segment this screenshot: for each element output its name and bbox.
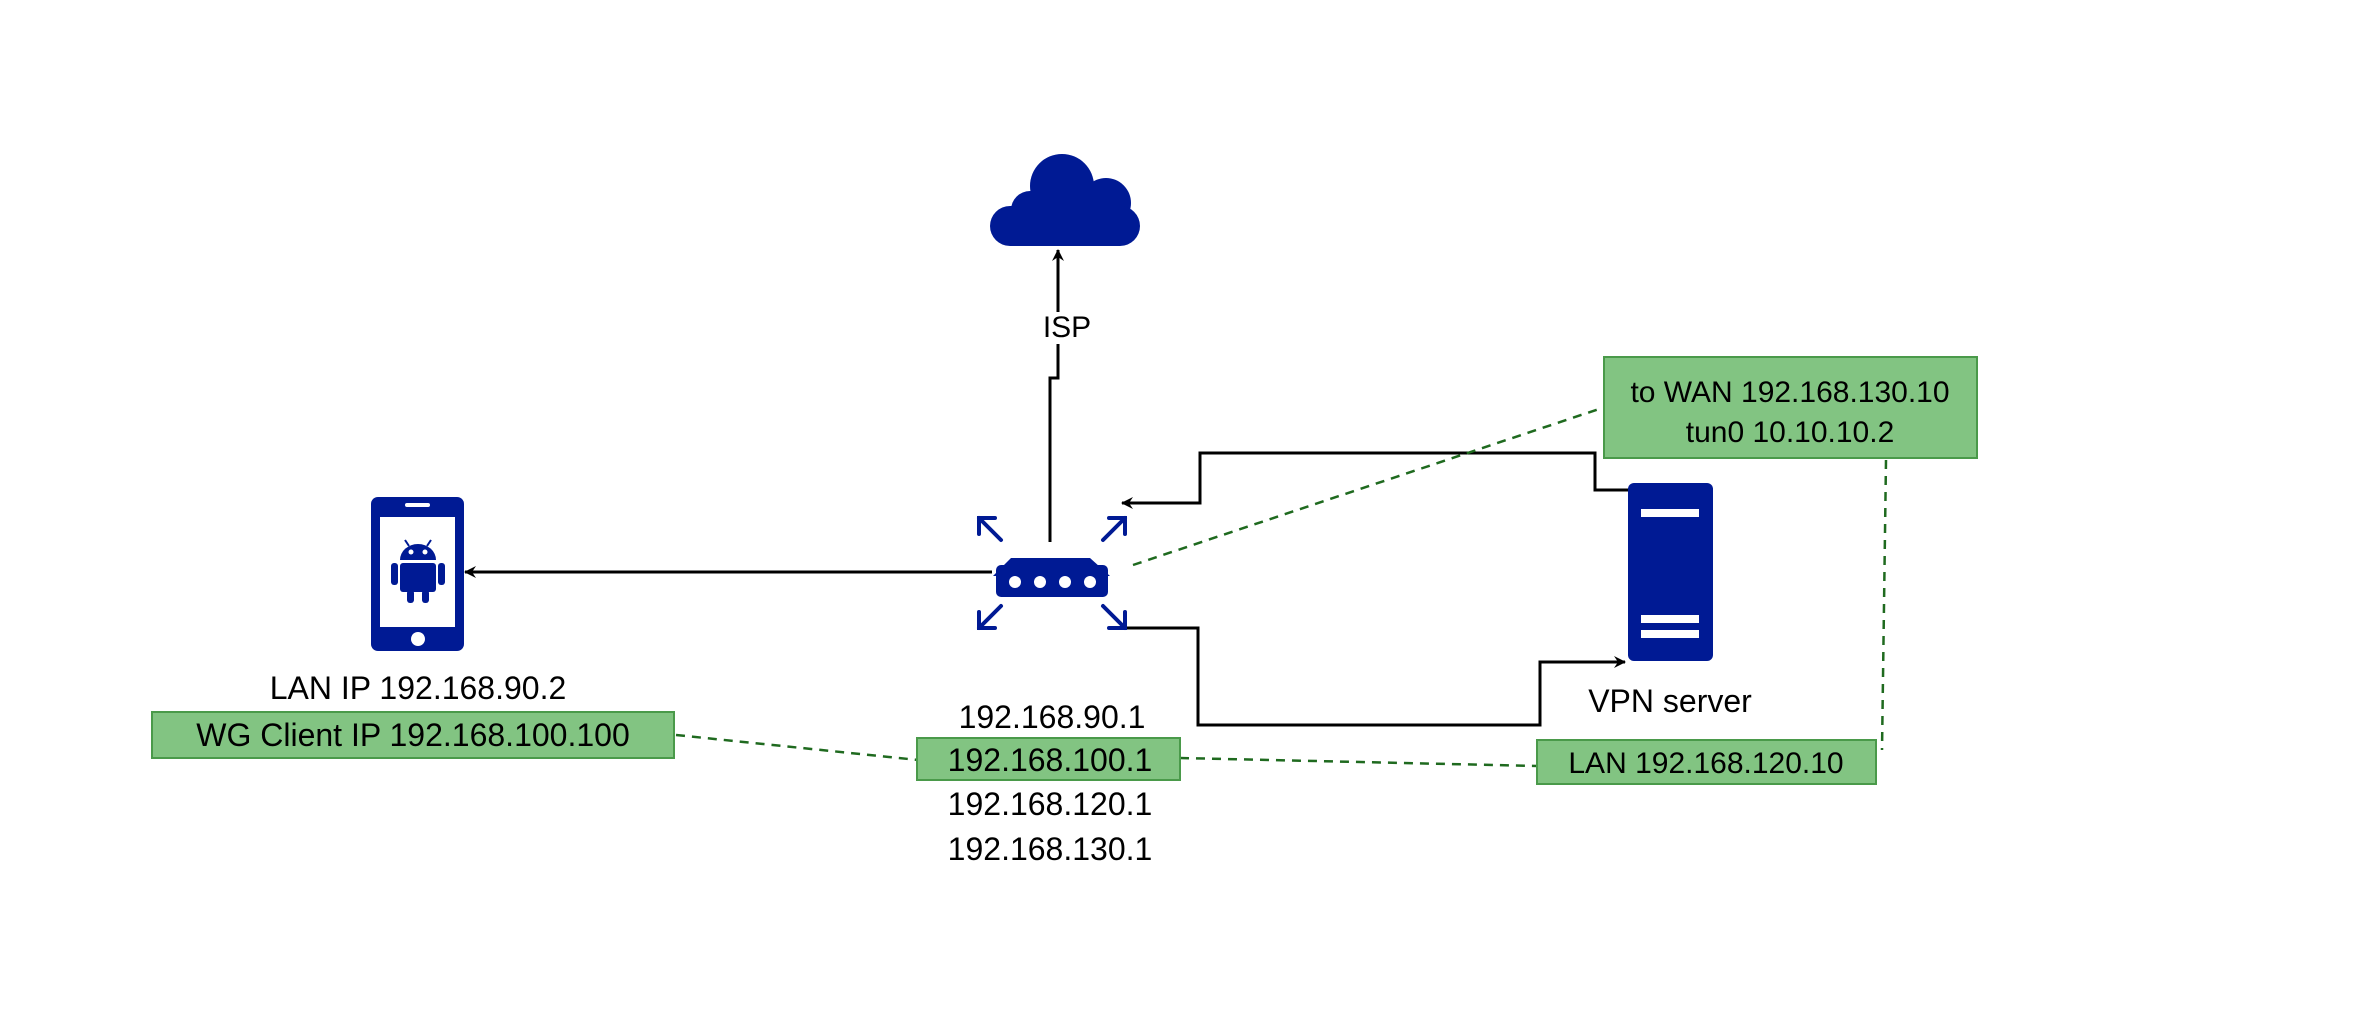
phone-wg-client-ip-label: WG Client IP 192.168.100.100 (196, 717, 629, 753)
phone-lan-ip-label: LAN IP 192.168.90.2 (270, 670, 567, 706)
server-wan-ip-label: to WAN 192.168.130.10 (1630, 376, 1949, 409)
isp-label: ISP (1043, 311, 1091, 344)
dashed-link-wan-note-to-lan-note (1880, 459, 1888, 751)
server-tun0-ip-label: tun0 10.10.10.2 (1686, 416, 1895, 449)
server-wan-note-box (1603, 356, 1978, 459)
server-lan-ip-box (1536, 739, 1877, 785)
router-wg-ip-box (916, 737, 1181, 781)
wg-client-ip-box (151, 711, 675, 759)
server-lan-ip-label: LAN 192.168.120.10 (1568, 747, 1843, 780)
isp-label-background (1048, 312, 1088, 344)
server-icon (1628, 483, 1713, 661)
android-phone-icon (371, 497, 464, 651)
edge-server-to-router (1121, 451, 1632, 509)
router-ip-label-2: 192.168.100.1 (948, 742, 1153, 778)
edge-router-to-isp-cloud (1048, 265, 1060, 542)
router-ip-label-4: 192.168.130.1 (948, 831, 1153, 867)
router-ip-label-1: 192.168.90.1 (959, 699, 1146, 735)
dashed-link-wg-client-to-router (675, 733, 919, 762)
server-label: VPN server (1588, 683, 1752, 719)
dashed-link-router-to-wan-note (1132, 406, 1603, 567)
cloud-icon (990, 154, 1140, 246)
router-ip-label-3: 192.168.120.1 (948, 786, 1153, 822)
router-icon (977, 516, 1127, 630)
edge-router-to-server (1122, 626, 1626, 727)
dashed-link-router-to-server-lan (1179, 756, 1539, 768)
